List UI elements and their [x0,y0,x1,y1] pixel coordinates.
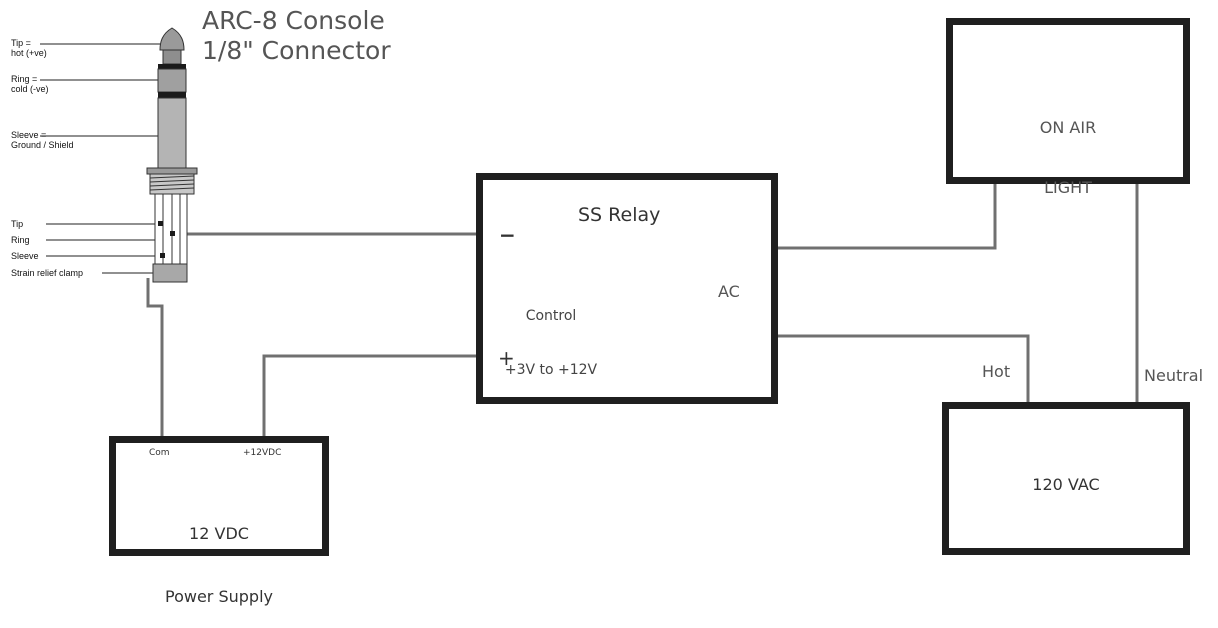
psu-plus-label: +12VDC [243,448,282,458]
mains-label: 120 VAC [1032,475,1100,494]
strain-relief-label: Strain relief clamp [11,268,84,278]
control-line2: +3V to +12V [504,362,598,378]
minus-symbol: − [499,223,516,247]
ss-relay-box [476,173,778,404]
relay-to-onair-wire [775,184,997,250]
psu-plus-to-relay-plus-wire [262,354,480,438]
connector-plug-drawing [146,27,198,283]
relay-ac-label: AC [718,282,740,301]
tip-short-label: Tip [11,219,24,229]
sleeve-short-label: Sleeve [11,251,39,261]
hot-label: Hot [982,362,1011,381]
sleeve-annotation: Sleeve = Ground / Shield [11,130,74,150]
relay-control-label: Control +3V to +12V [496,271,606,397]
connector-title: ARC-8 Console 1/8" Connector [202,6,391,66]
neutral-label: Neutral [1144,366,1204,385]
psu-line1: 12 VDC [189,524,249,543]
connector-title-line2: 1/8" Connector [202,36,391,65]
on-air-line2: LIGHT [1044,178,1092,197]
on-air-line1: ON AIR [1039,118,1097,137]
plus-symbol: + [498,346,515,370]
annotation-leaders [40,43,173,274]
on-air-light-box [946,18,1190,184]
connector-title-line1: ARC-8 Console [202,6,385,35]
ring-annotation: Ring = cold (-ve) [11,74,49,94]
on-air-light-label: ON AIR LIGHT [946,78,1190,218]
psu-com-label: Com [149,448,170,458]
relay-title: SS Relay [578,204,661,226]
tip-annotation: Tip = hot (+ve) [11,38,47,58]
psu-line2: Power Supply [165,587,273,606]
ring-short-label: Ring [11,235,30,245]
relay-to-hot-wire [775,334,1030,402]
psu-label: 12 VDC Power Supply [109,481,329,628]
power-supply-box [109,436,329,556]
mains-120vac-box [942,402,1190,555]
wires [146,184,1139,438]
sleeve-to-psu-com-wire [146,278,164,438]
control-line1: Control [525,308,577,324]
